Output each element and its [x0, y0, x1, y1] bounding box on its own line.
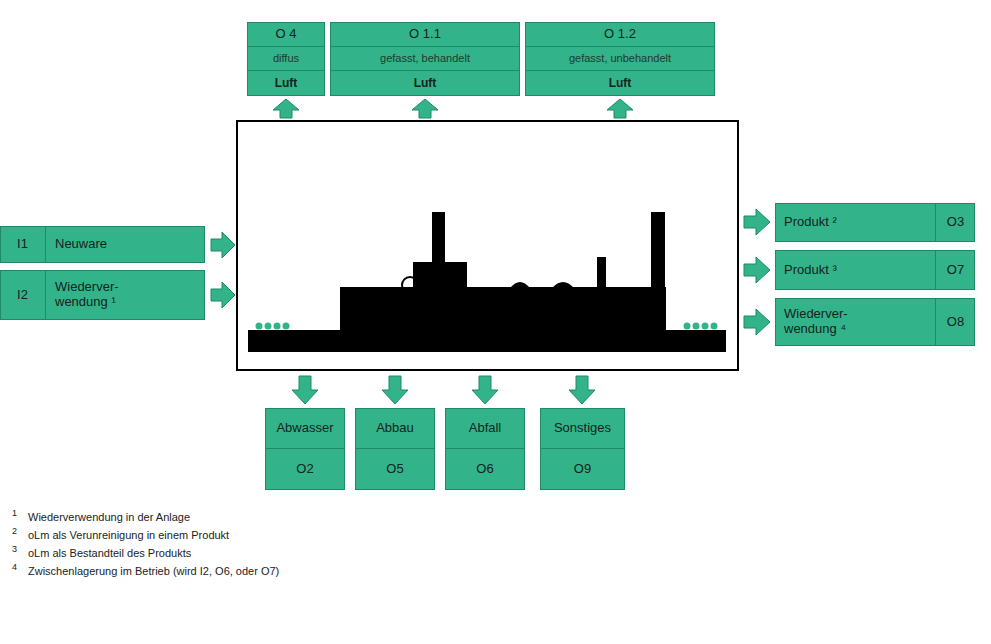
footnote-number: 3	[12, 544, 17, 554]
box-cell: Luft	[525, 70, 715, 96]
box-cell: O 1.2	[525, 22, 715, 46]
factory-symbol	[248, 212, 726, 352]
footnote-text: Wiederverwendung in der Anlage	[28, 511, 190, 523]
box-cell: Wiederver- wendung ¹	[45, 270, 205, 320]
box-text: I1	[17, 237, 28, 252]
box-cell: Abwasser	[265, 408, 345, 448]
box-text: Luft	[275, 77, 298, 91]
up-arrow	[607, 99, 633, 118]
flow-arrows	[211, 99, 770, 404]
right-arrow	[744, 209, 770, 235]
box-cell: Luft	[247, 70, 325, 96]
box-cell: Luft	[330, 70, 520, 96]
box-text: Luft	[609, 77, 632, 91]
box-text: Abbau	[376, 421, 414, 436]
up-arrow	[273, 99, 299, 118]
box-cell: I2	[0, 270, 45, 320]
flow-box: I2 Wiederver- wendung ¹	[0, 270, 205, 320]
flow-box: Produkt ² O3	[775, 203, 975, 242]
flow-box: AbfallO6	[445, 408, 525, 490]
right-arrow	[744, 257, 770, 283]
box-text: O 4	[276, 27, 297, 42]
box-cell: O7	[935, 250, 975, 290]
right-arrow	[744, 309, 770, 335]
plant-frame	[237, 121, 738, 370]
factory-dots	[256, 323, 718, 330]
box-cell: O5	[355, 448, 435, 490]
box-cell: Produkt ³	[775, 250, 935, 290]
right-arrow	[211, 282, 235, 308]
flow-box: AbwasserO2	[265, 408, 345, 490]
box-cell: Abbau	[355, 408, 435, 448]
box-text: I2	[17, 288, 28, 303]
box-text: O6	[476, 462, 493, 477]
box-cell: gefasst, behandelt	[330, 46, 520, 70]
box-text: O3	[947, 215, 964, 230]
flow-box: SonstigesO9	[540, 408, 625, 490]
flow-box: Wiederver- wendung ⁴ O8	[775, 298, 975, 346]
flow-box: I1 Neuware	[0, 226, 205, 263]
box-text: Neuware	[55, 237, 107, 252]
footnote-text: oLm als Verunreinigung in einem Produkt	[28, 529, 229, 541]
box-text: O7	[947, 263, 964, 278]
footnote-text: Zwischenlagerung im Betrieb (wird I2, O6…	[28, 565, 279, 577]
box-cell: O3	[935, 203, 975, 242]
box-text: diffus	[273, 52, 299, 65]
flow-box: O 1.2 gefasst, unbehandeltLuft	[525, 22, 715, 96]
flow-box: O 4 diffusLuft	[247, 22, 325, 96]
box-text: Abwasser	[276, 421, 333, 436]
flow-box: Produkt ³ O7	[775, 250, 975, 290]
flow-box: O 1.1 gefasst, behandeltLuft	[330, 22, 520, 96]
box-text: O8	[947, 315, 964, 330]
box-text: gefasst, unbehandelt	[569, 52, 671, 65]
box-cell: Wiederver- wendung ⁴	[775, 298, 935, 346]
box-cell: Neuware	[45, 226, 205, 263]
box-text: Sonstiges	[554, 421, 611, 436]
flow-box: AbbauO5	[355, 408, 435, 490]
down-arrow	[382, 376, 408, 404]
box-text: Wiederver- wendung ¹	[55, 280, 133, 310]
box-text: Luft	[414, 77, 437, 91]
box-cell: Sonstiges	[540, 408, 625, 448]
up-arrow	[412, 99, 438, 118]
box-cell: Produkt ²	[775, 203, 935, 242]
box-cell: O2	[265, 448, 345, 490]
box-text: gefasst, behandelt	[380, 52, 470, 65]
box-cell: O9	[540, 448, 625, 490]
box-cell: I1	[0, 226, 45, 263]
footnote-number: 1	[12, 508, 17, 518]
down-arrow	[569, 376, 595, 404]
footnote-number: 2	[12, 526, 17, 536]
footnote-text: oLm als Bestandteil des Produkts	[28, 547, 191, 559]
down-arrow	[292, 376, 318, 404]
box-cell: O6	[445, 448, 525, 490]
box-text: O2	[296, 462, 313, 477]
box-cell: diffus	[247, 46, 325, 70]
down-arrow	[472, 376, 498, 404]
box-text: Abfall	[469, 421, 502, 436]
box-text: O 1.1	[409, 27, 441, 42]
box-cell: gefasst, unbehandelt	[525, 46, 715, 70]
box-text: Produkt ³	[784, 263, 837, 278]
right-arrow	[211, 232, 235, 258]
box-text: O5	[386, 462, 403, 477]
box-cell: Abfall	[445, 408, 525, 448]
box-text: O 1.2	[604, 27, 636, 42]
box-text: O9	[574, 462, 591, 477]
box-cell: O 4	[247, 22, 325, 46]
footnote-number: 4	[12, 562, 17, 572]
factory-dome	[402, 277, 418, 293]
box-cell: O 1.1	[330, 22, 520, 46]
box-text: Wiederver- wendung ⁴	[784, 307, 862, 337]
box-cell: O8	[935, 298, 975, 346]
box-text: Produkt ²	[784, 215, 837, 230]
